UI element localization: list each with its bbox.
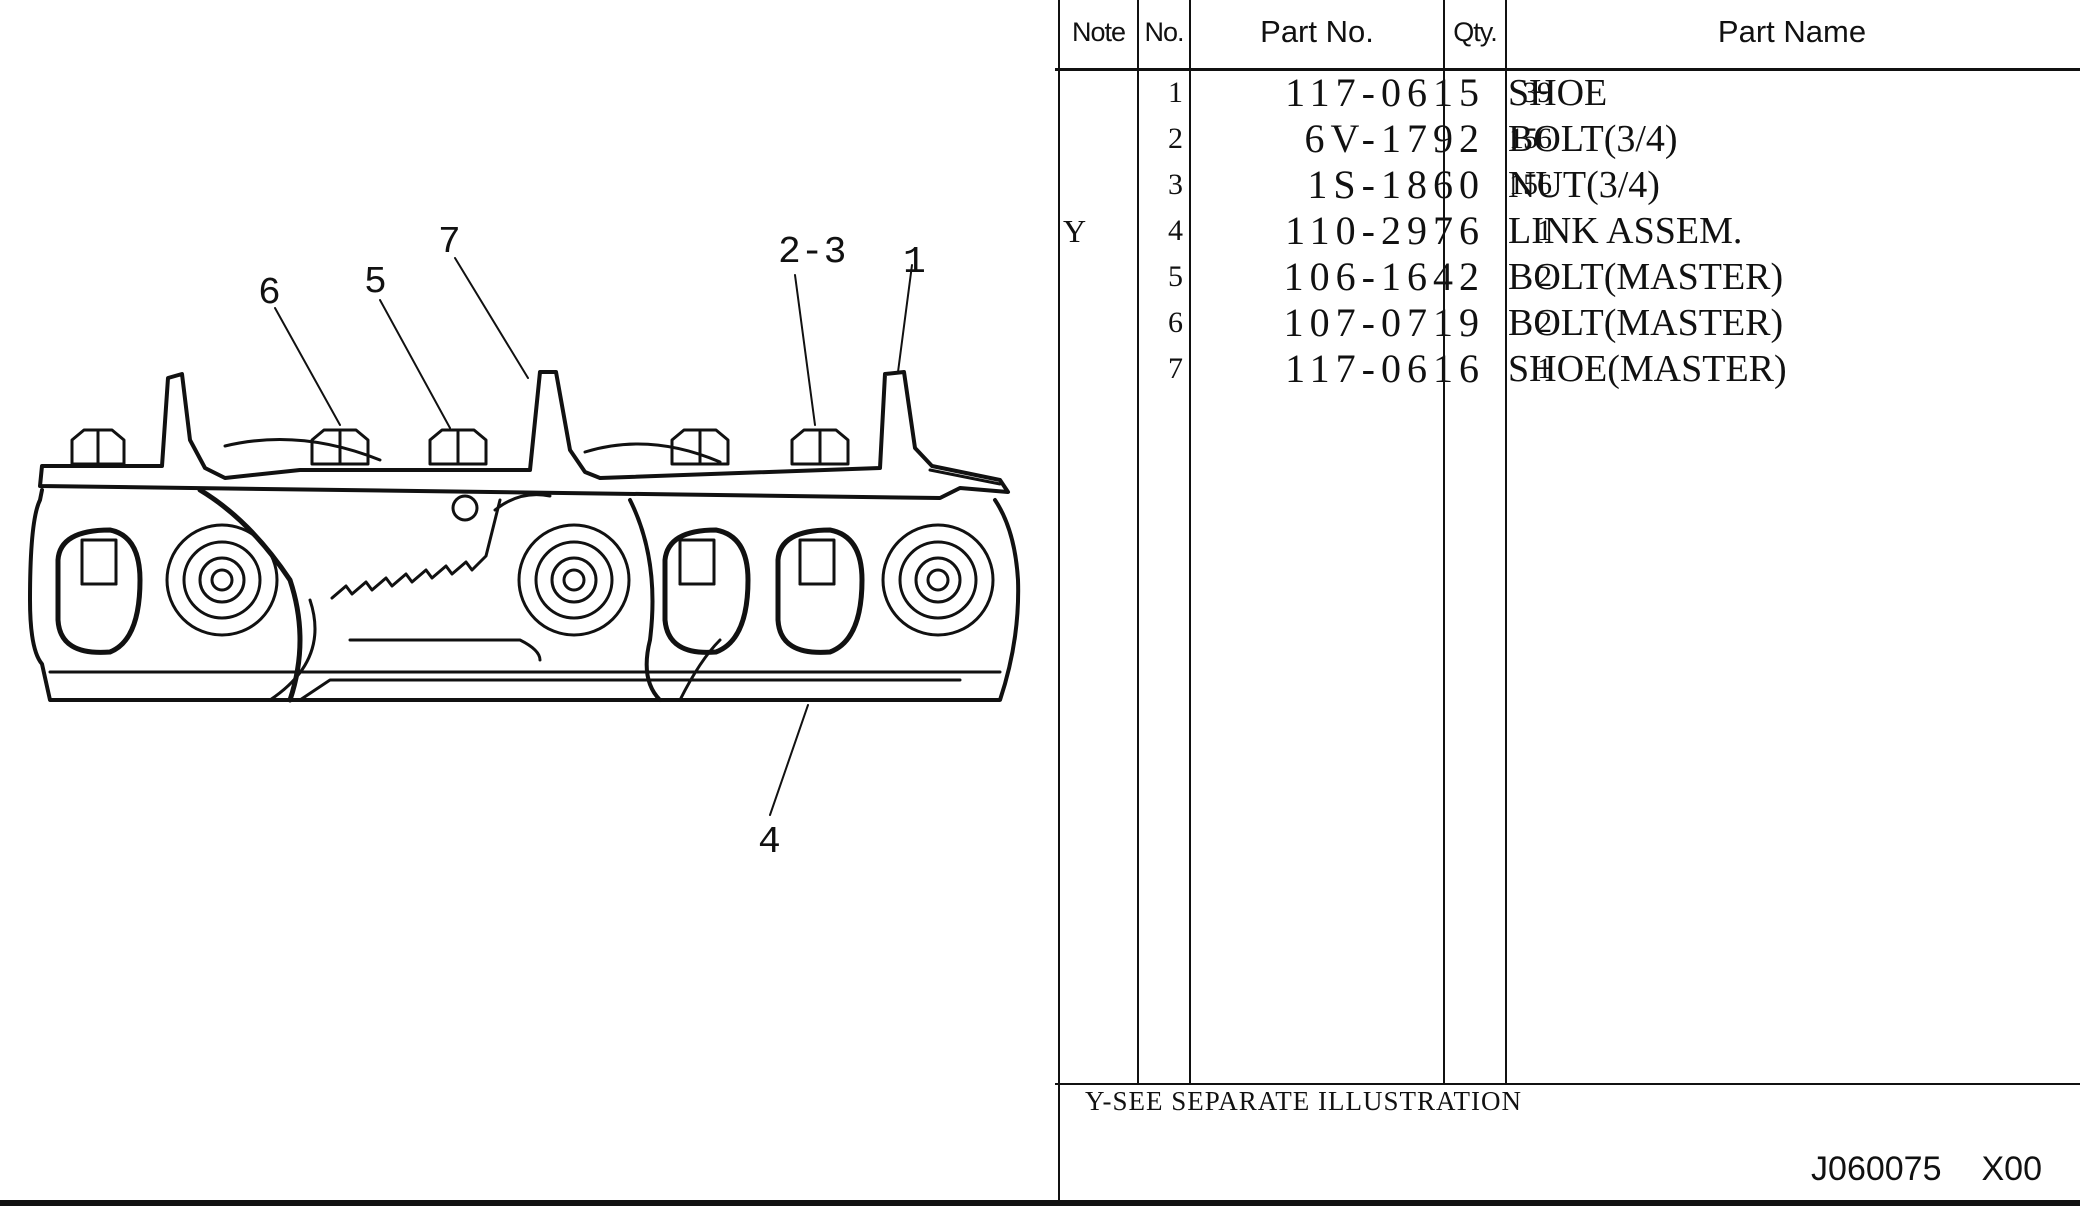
cell-note (1063, 162, 1123, 208)
cell-qty: 2 (1537, 260, 1552, 293)
rollers (165, 523, 995, 637)
cell-part-no: 117-0615 (1285, 70, 1485, 115)
cell-part-no: 106-1642 (1283, 254, 1485, 299)
cell-qty: 39 (1523, 76, 1552, 109)
cell-no: 7 (1168, 352, 1183, 385)
cell-part-name: BOLT(MASTER) (1508, 302, 1784, 344)
callout-2-3: 2-3 (778, 231, 846, 274)
page-bottom-rule (0, 1200, 2080, 1206)
cell-part-name: SHOE(MASTER) (1508, 348, 1787, 390)
table-row: 5 106-1642 2 BOLT(MASTER) (1055, 254, 2080, 300)
cell-no: 6 (1168, 306, 1183, 339)
bolt-head-icon (428, 428, 488, 466)
roller-icon (165, 523, 279, 637)
document-code: J060075 X00 (1771, 1150, 2042, 1189)
header-part-name: Part Name (1717, 14, 1867, 49)
cell-no: 3 (1168, 168, 1183, 201)
table-row: 6 107-0719 2 BOLT(MASTER) (1055, 300, 2080, 346)
master-link-features (330, 493, 552, 662)
callout-5: 5 (364, 261, 387, 304)
bolt-head-icon (70, 428, 126, 466)
callout-1: 1 (903, 241, 926, 284)
bolt-head-icon (790, 428, 850, 466)
column-divider-qty (1505, 0, 1507, 1085)
table-row: Y 4 110-2976 1 LINK ASSEM. (1055, 208, 2080, 254)
bolt-head-icon (670, 428, 730, 466)
track-shoes (38, 370, 1010, 500)
cell-part-no: 107-0719 (1283, 300, 1485, 345)
table-bottom-divider (1055, 1083, 2080, 1085)
nut-cavities (55, 527, 865, 655)
header-divider (1055, 68, 2080, 71)
cell-note (1063, 300, 1123, 346)
table-row: 7 117-0616 1 SHOE(MASTER) (1055, 346, 2080, 392)
nut-cavity-icon (775, 527, 865, 655)
bolt-heads (70, 428, 850, 466)
cell-no: 4 (1168, 214, 1183, 247)
link-assembly (28, 487, 1021, 703)
cell-qty: 2 (1537, 306, 1552, 339)
cell-part-name: LINK ASSEM. (1508, 210, 1743, 252)
cell-note (1063, 70, 1123, 116)
callout-leaders (274, 257, 913, 816)
header-note: Note (1071, 17, 1126, 47)
cell-part-no: 6V-1792 (1304, 116, 1485, 161)
table-row: 1 117-0615 39 SHOE (1055, 70, 2080, 116)
track-link-illustration: 6 5 7 2-3 1 4 (28, 221, 1021, 864)
cell-part-no: 1S-1860 (1307, 162, 1485, 207)
cell-part-name: SHOE (1508, 72, 1608, 114)
cell-part-name: BOLT(MASTER) (1508, 256, 1784, 298)
cell-note (1063, 116, 1123, 162)
cell-no: 1 (1168, 76, 1183, 109)
table-row: 3 1S-1860 156 NUT(3/4) (1055, 162, 2080, 208)
bolt-head-icon (310, 428, 370, 466)
cell-qty: 1 (1537, 214, 1552, 247)
table-border-left (1058, 0, 1060, 1200)
parts-list-panel: Note No. Part No. Qty. Part Name 1 117-0… (1055, 0, 2080, 1200)
cell-no: 5 (1168, 260, 1183, 293)
cell-part-name: BOLT(3/4) (1508, 118, 1678, 160)
header-part-no: Part No. (1260, 14, 1374, 49)
table-row: 2 6V-1792 156 BOLT(3/4) (1055, 116, 2080, 162)
document-number: J060075 (1811, 1150, 1942, 1188)
document-revision: X00 (1981, 1150, 2043, 1188)
callout-labels: 6 5 7 2-3 1 4 (258, 221, 926, 864)
cell-qty: 156 (1509, 168, 1552, 201)
nut-cavity-icon (55, 527, 143, 655)
cell-part-name: NUT(3/4) (1508, 164, 1660, 206)
callout-7: 7 (438, 221, 461, 264)
roller-icon (517, 523, 631, 637)
cell-no: 2 (1168, 122, 1183, 155)
column-divider-note (1137, 0, 1139, 1085)
cell-note: Y (1063, 213, 1087, 249)
column-divider-no (1189, 0, 1191, 1085)
cell-note (1063, 254, 1123, 300)
nut-cavity-icon (662, 527, 751, 655)
cell-part-no: 117-0616 (1285, 346, 1485, 391)
callout-6: 6 (258, 272, 281, 315)
column-divider-part-no (1443, 0, 1445, 1085)
header-qty: Qty. (1453, 17, 1498, 47)
cell-part-no: 110-2976 (1285, 208, 1485, 253)
footnote: Y-SEE SEPARATE ILLUSTRATION (1085, 1086, 1523, 1116)
callout-4: 4 (758, 821, 781, 864)
header-no: No. (1144, 17, 1184, 47)
cell-qty: 1 (1537, 352, 1552, 385)
roller-icon (881, 523, 995, 637)
cell-qty: 156 (1509, 122, 1552, 155)
cell-note (1063, 346, 1123, 392)
